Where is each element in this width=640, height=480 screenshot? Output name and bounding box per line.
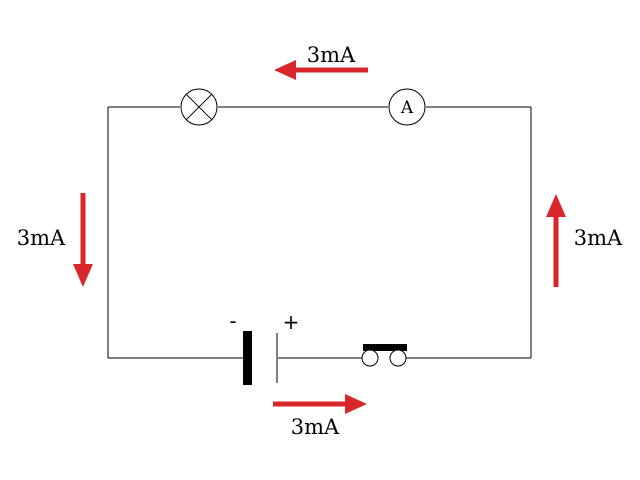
current-label-left: 3mA — [17, 226, 66, 250]
current-arrow-bottom — [273, 394, 367, 414]
current-label-top: 3mA — [307, 43, 356, 67]
current-arrow-top — [274, 60, 368, 80]
arrow-head — [274, 60, 296, 80]
ammeter-letter: A — [400, 98, 414, 118]
arrow-head — [546, 194, 566, 217]
current-arrow-right — [546, 194, 566, 287]
arrow-head — [73, 264, 93, 287]
battery-icon: - + — [229, 309, 299, 385]
current-arrow-left — [73, 193, 93, 287]
current-label-bottom: 3mA — [291, 415, 340, 439]
lamp-icon — [180, 88, 218, 126]
arrow-head — [345, 394, 367, 414]
circuit-wires — [107, 106, 532, 359]
push-button-switch-icon — [361, 344, 407, 367]
battery-positive-sign: + — [283, 310, 300, 334]
battery-negative-plate — [243, 331, 252, 385]
battery-negative-sign: - — [229, 309, 236, 333]
current-label-right: 3mA — [574, 226, 623, 250]
ammeter-icon: A — [388, 88, 426, 126]
